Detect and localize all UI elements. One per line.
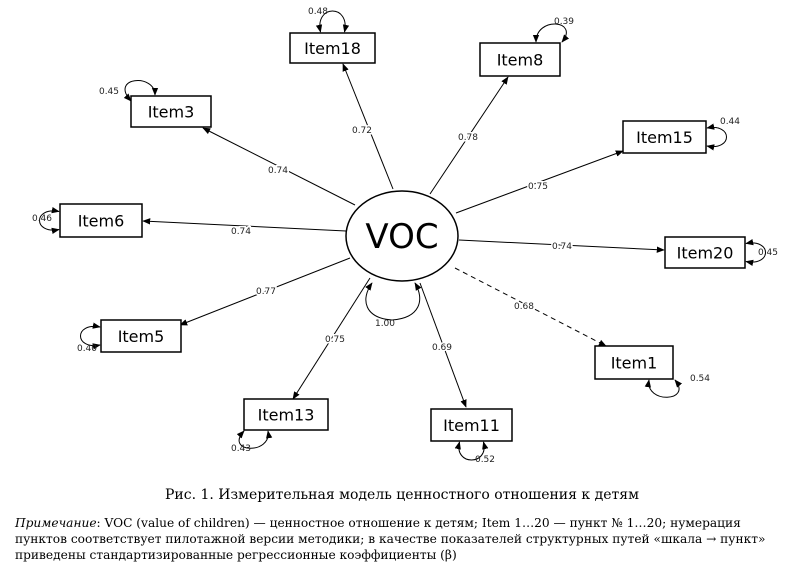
path-item18 [342, 63, 394, 190]
label-item20: Item20 [677, 244, 734, 263]
node-item5: Item5 [100, 319, 182, 353]
box-item6 [59, 203, 143, 238]
path-item20 [458, 239, 665, 253]
error-loop-item3 [123, 80, 159, 102]
label-item18: Item18 [304, 39, 361, 58]
box-item20 [664, 236, 746, 269]
node-item1: Item1 [594, 345, 674, 380]
voc-label: VOC [365, 217, 438, 257]
voc-latent-node: VOC [345, 190, 459, 282]
error-loop-item20 [745, 239, 766, 266]
error-loop-item15 [706, 123, 727, 151]
error-loop-item1 [644, 379, 683, 398]
box-item18 [289, 32, 376, 64]
voc-variance-loop: 1.00 [365, 282, 422, 329]
error-item5: 0.40 [77, 344, 97, 354]
error-item20: 0.45 [758, 248, 778, 258]
error-loop-item5 [80, 322, 101, 350]
node-item20: Item20 [664, 236, 746, 269]
box-item1 [594, 345, 674, 380]
error-item8: 0.39 [554, 17, 574, 27]
loading-item13: 0.75 [325, 335, 345, 345]
path-item3 [202, 127, 356, 206]
voc-variance-value: 1.00 [375, 319, 395, 329]
label-item8: Item8 [497, 51, 544, 70]
error-loop-item6 [39, 207, 60, 234]
loading-item11: 0.69 [432, 343, 452, 353]
box-item5 [100, 319, 182, 353]
loading-item6: 0.74 [231, 227, 251, 237]
loading-item20: 0.74 [552, 242, 572, 252]
box-item11 [430, 408, 513, 442]
error-loop-item8 [532, 23, 570, 43]
path-item15 [455, 150, 624, 214]
error-loop-item13 [236, 430, 273, 449]
loading-item3: 0.74 [268, 166, 288, 176]
path-item5 [179, 257, 351, 326]
node-item18: Item18 [289, 32, 376, 64]
note-label: Примечание [15, 516, 97, 530]
note-text: : VOC (value of children) — ценностное о… [15, 516, 766, 562]
path-item11 [419, 282, 467, 408]
node-item3: Item3 [130, 95, 212, 128]
label-item13: Item13 [258, 406, 315, 425]
label-item6: Item6 [78, 212, 125, 231]
measurement-model-diagram: 0.72 0.78 0.74 0.75 0.74 0.74 0.77 0.68 0.75 0.69… [32, 7, 778, 465]
path-item6 [142, 218, 347, 232]
error-item1: 0.54 [690, 374, 710, 384]
figure-note: Примечание: VOC (value of children) — це… [15, 515, 795, 563]
error-item18: 0.48 [308, 7, 328, 17]
error-loop-item18 [315, 10, 350, 33]
loading-item8: 0.78 [458, 133, 478, 143]
node-item8: Item8 [479, 42, 561, 77]
label-item3: Item3 [148, 103, 195, 122]
box-item15 [622, 120, 707, 154]
node-item15: Item15 [622, 120, 707, 154]
node-item13: Item13 [243, 398, 329, 431]
error-item11: 0.52 [475, 455, 495, 465]
label-item5: Item5 [118, 327, 165, 346]
path-item1 [454, 267, 607, 347]
loading-item18: 0.72 [352, 126, 372, 136]
box-item3 [130, 95, 212, 128]
path-item13 [292, 277, 371, 400]
node-item6: Item6 [59, 203, 143, 238]
label-item11: Item11 [443, 416, 500, 435]
loading-item5: 0.77 [256, 287, 276, 297]
error-item6: 0.46 [32, 214, 52, 224]
loading-item15: 0.75 [528, 182, 548, 192]
path-item8 [429, 76, 509, 195]
label-item15: Item15 [636, 128, 693, 147]
error-loop-item11 [454, 441, 489, 461]
box-item8 [479, 42, 561, 77]
error-item13: 0.43 [231, 444, 251, 454]
loading-item1: 0.68 [514, 302, 534, 312]
label-item1: Item1 [611, 354, 658, 373]
error-item3: 0.45 [99, 87, 119, 97]
node-item11: Item11 [430, 408, 513, 442]
figure-caption: Рис. 1. Измерительная модель ценностного… [165, 487, 639, 503]
box-item13 [243, 398, 329, 431]
error-item15: 0.44 [720, 117, 740, 127]
